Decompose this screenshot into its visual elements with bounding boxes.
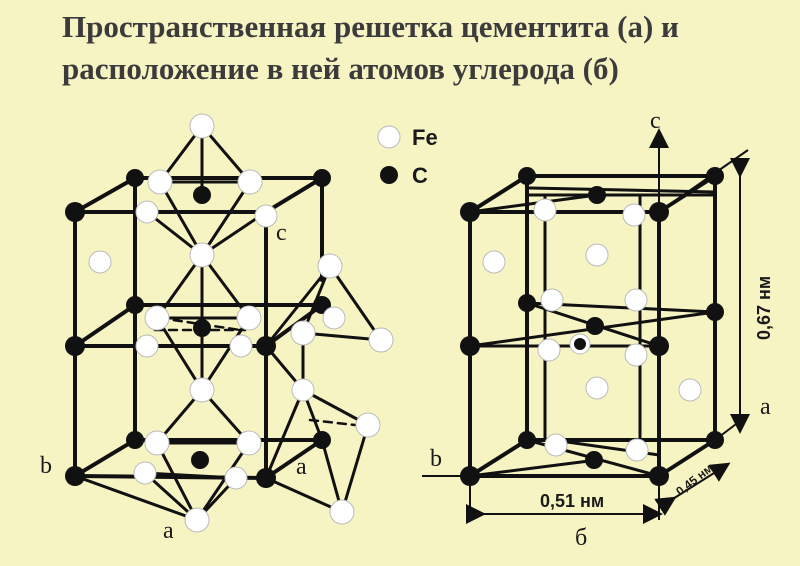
left-label-b: b <box>40 453 52 479</box>
left-label-a-right: a <box>296 454 307 480</box>
dim-depth-label: 0,45 нм <box>673 461 715 498</box>
c-legend-icon <box>380 166 398 184</box>
fe-legend-icon <box>377 125 401 149</box>
right-label-c: c <box>650 108 661 134</box>
left-label-c: c <box>276 220 287 246</box>
right-caption: б <box>575 525 587 551</box>
left-fe-atoms <box>88 113 394 533</box>
left-label-a-bottom: a <box>163 518 174 544</box>
right-c-atoms <box>460 167 724 486</box>
dim-width-label: 0,51 нм <box>540 491 604 511</box>
center-c-atom <box>569 333 591 355</box>
legend-fe-label: Fe <box>412 125 438 150</box>
right-label-a: a <box>760 394 771 420</box>
right-fe-atoms <box>482 198 702 462</box>
legend-c-label: C <box>412 163 428 188</box>
title-line-1: Пространственная решетка цементита (а) и <box>62 9 679 44</box>
title-line-2: расположение в ней атомов углерода (б) <box>62 51 619 86</box>
page-title: Пространственная решетка цементита (а) и… <box>62 6 782 90</box>
dim-height-label: 0,67 нм <box>754 276 774 340</box>
right-label-b: b <box>430 446 442 472</box>
left-c-atoms <box>65 169 331 488</box>
legend: Fe C <box>377 125 438 188</box>
